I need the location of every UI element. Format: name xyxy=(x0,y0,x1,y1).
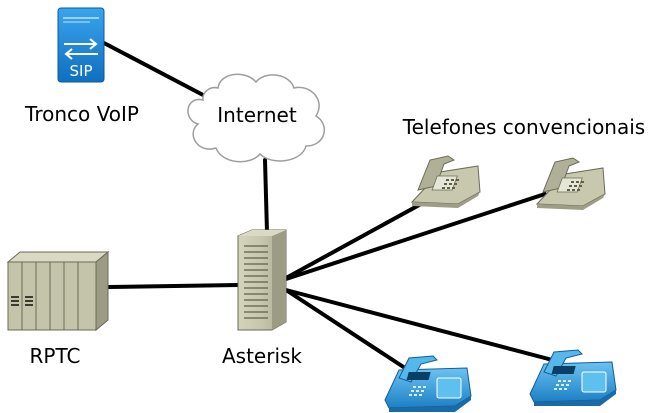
link-asterisk-phone2 xyxy=(284,192,547,281)
ip-phone-icon xyxy=(529,349,617,406)
pstn-exchange-icon xyxy=(6,250,110,332)
cloud-icon xyxy=(187,73,326,163)
ip-phone-icon xyxy=(384,355,472,412)
link-asterisk-ipphone2 xyxy=(284,288,562,364)
link-sip-internet xyxy=(102,41,207,98)
connections xyxy=(102,41,562,370)
label-internet: Internet xyxy=(217,103,297,127)
label-telefones-convencionais: Telefones convencionais xyxy=(402,115,645,139)
link-rptc-asterisk xyxy=(106,283,240,289)
pbx-server-icon xyxy=(237,229,287,331)
analog-phone-icon xyxy=(410,155,481,208)
link-asterisk-ipphone1 xyxy=(284,288,407,370)
label-rptc: RPTC xyxy=(30,344,81,368)
label-asterisk: Asterisk xyxy=(222,344,302,368)
link-internet-asterisk xyxy=(263,158,269,234)
sip-server-icon: SIP xyxy=(57,7,105,83)
analog-phone-icon xyxy=(535,157,606,210)
link-asterisk-phone1 xyxy=(284,196,434,280)
sip-icon-text: SIP xyxy=(70,62,93,80)
label-tronco-voip: Tronco VoIP xyxy=(24,102,139,126)
